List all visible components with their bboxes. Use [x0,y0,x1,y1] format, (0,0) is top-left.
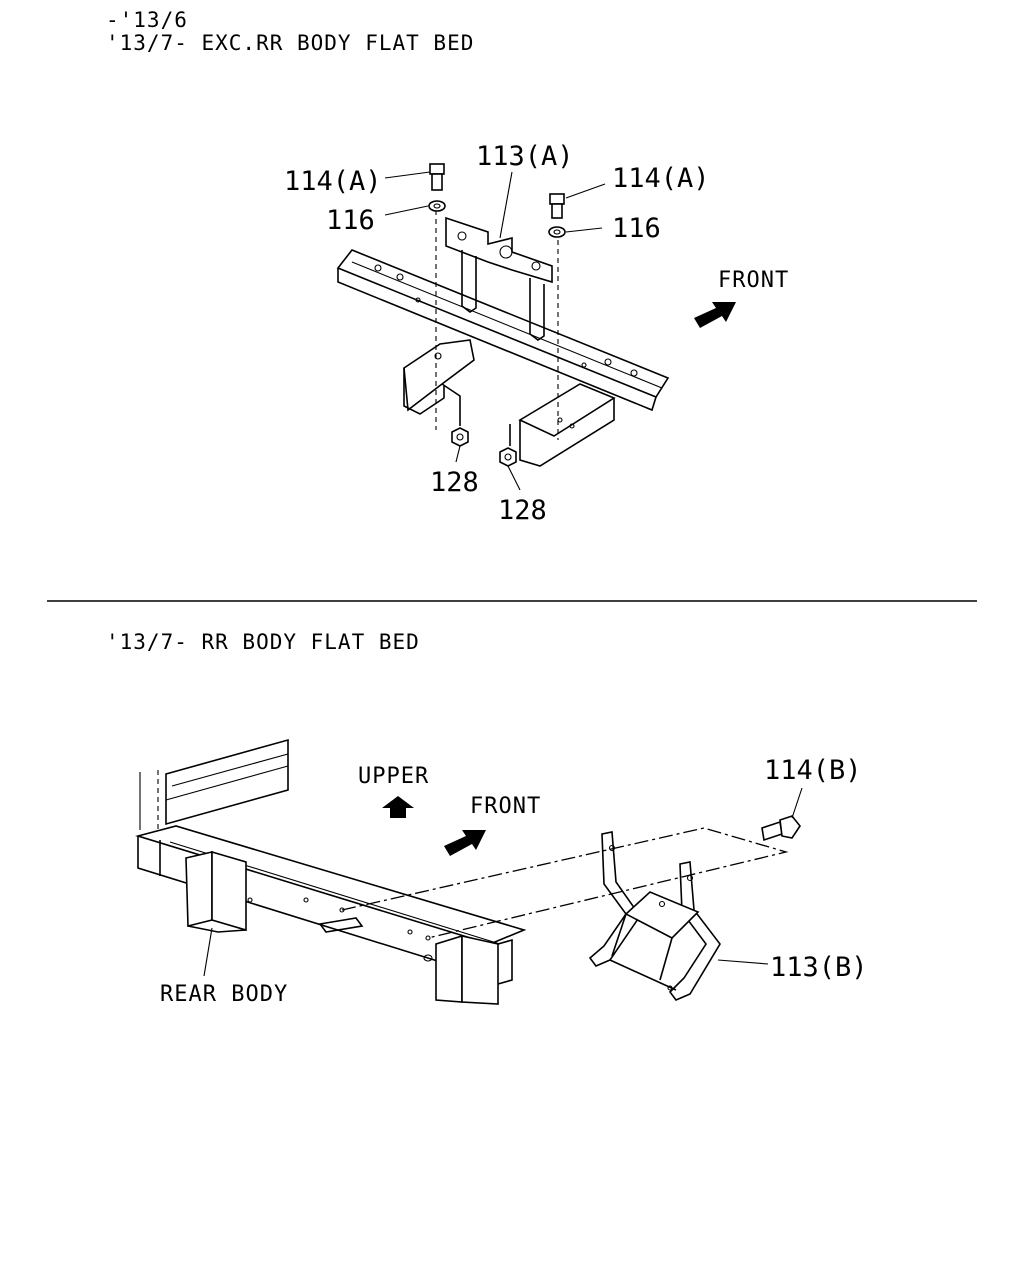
bolt-114b [761,815,801,842]
callout-front-bottom: FRONT [470,794,541,819]
bottom-header: '13/7- RR BODY FLAT BED [106,630,420,654]
bolt-114a-left [429,163,445,191]
callout-rear-body: REAR BODY [160,982,288,1007]
front-arrow-bottom-icon [444,830,486,856]
cross-member [336,249,670,412]
bolt-114a-right [549,193,565,219]
washer-116-left [428,200,446,212]
callout-128-left: 128 [430,467,479,498]
callout-114b: 114(B) [764,755,862,786]
top-assembly-drawing [336,163,736,491]
callout-114a-right: 114(A) [612,163,710,194]
rear-body [135,738,527,1005]
nut-128-right [499,447,517,467]
callout-116-left: 116 [326,205,375,236]
bracket-113b [588,831,721,1001]
upper-arrow-icon [382,796,414,818]
lower-channel-right [509,383,616,467]
callout-114a-left: 114(A) [284,166,382,197]
bottom-assembly-drawing [135,738,803,1005]
nut-128-left [451,427,469,447]
bracket-113a [445,216,553,341]
front-arrow-icon [694,302,736,328]
top-header-line1: -'13/6 [106,8,188,32]
callout-113b: 113(B) [770,952,868,983]
top-header-line2: '13/7- EXC.RR BODY FLAT BED [106,31,474,55]
washer-116-right [548,226,566,238]
callout-upper: UPPER [358,764,429,789]
callout-128-right: 128 [498,495,547,526]
callout-113a: 113(A) [476,141,574,172]
callout-front-top: FRONT [718,268,789,293]
callout-116-right: 116 [612,213,661,244]
lower-channel-left [403,339,475,426]
